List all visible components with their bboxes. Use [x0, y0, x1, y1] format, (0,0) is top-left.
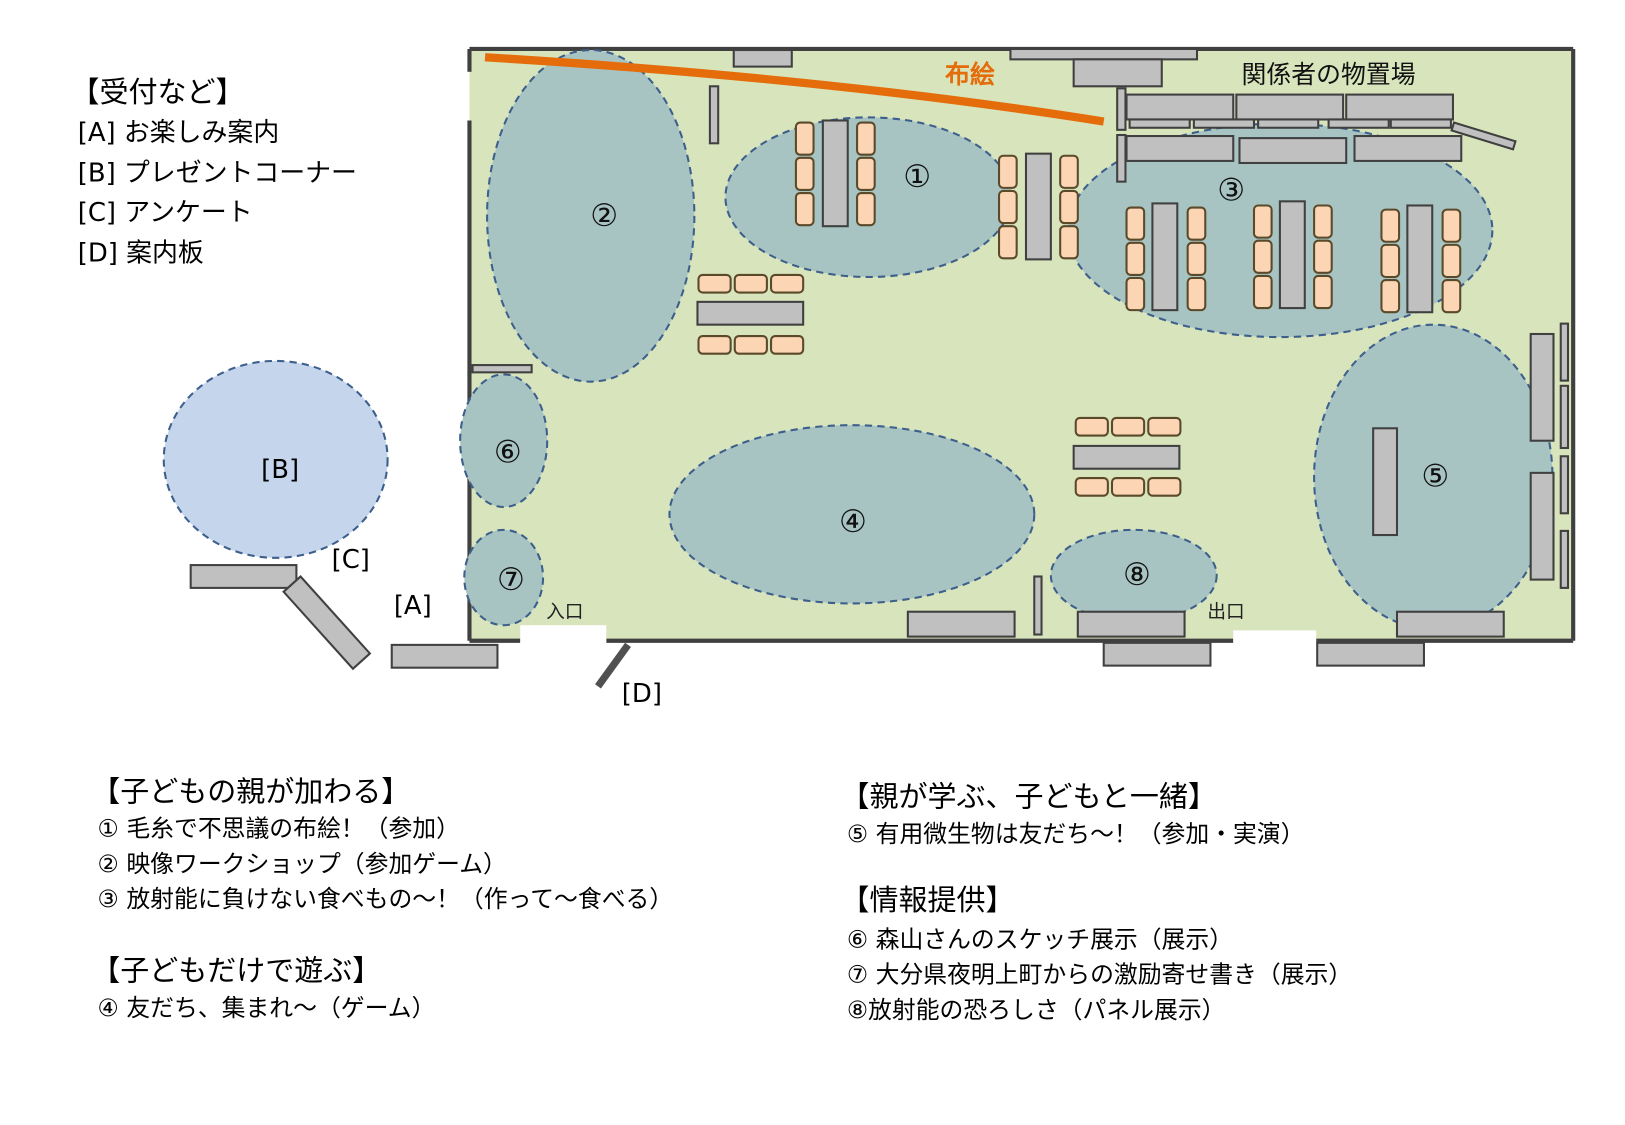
- zone-4: [668, 424, 1036, 605]
- chairs: [697, 121, 1462, 497]
- exit-label: 出口: [1207, 602, 1244, 623]
- storage-label: 関係者の物置場: [1242, 60, 1416, 89]
- legend-item: ④ 友だち、集まれ～（ゲーム）: [97, 994, 435, 1022]
- tables: [189, 47, 1570, 671]
- chair: [1147, 477, 1182, 497]
- reception-heading: 【受付など】: [70, 75, 244, 109]
- chair: [770, 273, 805, 294]
- entrance-gap: [520, 625, 607, 643]
- legend-item: ② 映像ワークショップ（参加ゲーム）: [97, 850, 506, 878]
- guide-board: [595, 642, 631, 689]
- zone-1-label: ①: [903, 159, 931, 195]
- reception-item: [D] 案内板: [78, 238, 204, 268]
- exit-gap: [1233, 630, 1317, 643]
- chair: [856, 156, 876, 191]
- chair: [1074, 477, 1109, 497]
- legend-item: ③ 放射能に負けない食べもの～！（作って～食べる）: [97, 885, 673, 913]
- marker-a: [A]: [394, 591, 432, 621]
- chair: [1125, 206, 1146, 241]
- chair: [1252, 204, 1273, 239]
- chair: [998, 154, 1018, 189]
- chair: [1059, 189, 1079, 225]
- legend-item: ⑧放射能の恐ろしさ（パネル展示）: [847, 996, 1226, 1024]
- chair: [1441, 208, 1462, 243]
- chair: [1186, 206, 1207, 241]
- marker-d: [D]: [622, 679, 662, 709]
- marker-c: [C]: [332, 545, 370, 575]
- chair: [1125, 276, 1146, 312]
- chair: [998, 189, 1018, 225]
- zone-7-label: ⑦: [497, 562, 525, 598]
- legend-item: ⑥ 森山さんのスケッチ展示（展示）: [847, 926, 1233, 954]
- chair: [1252, 274, 1273, 310]
- zone-2: [486, 48, 696, 383]
- chair: [1074, 416, 1109, 437]
- zone-6: [459, 373, 549, 509]
- reception-item: [B] プレゼントコーナー: [78, 159, 357, 189]
- cloth-art-line: [484, 53, 1105, 126]
- chair: [1252, 239, 1273, 274]
- chair: [1125, 241, 1146, 276]
- walls: [467, 46, 1576, 643]
- chair: [1313, 204, 1333, 239]
- reception-item: [C] アンケート: [78, 198, 253, 228]
- chair: [733, 273, 768, 294]
- legend-heading: 【子どもだけで遊ぶ】: [91, 954, 381, 988]
- chair: [1110, 416, 1146, 437]
- chair: [1441, 279, 1462, 314]
- chair: [856, 192, 876, 227]
- cloth-art-label: 布絵: [945, 60, 995, 89]
- chair: [794, 156, 815, 191]
- legend-item: ① 毛糸で不思議の布絵！（参加）: [97, 815, 460, 843]
- zone-7: [463, 528, 545, 627]
- legend-heading: 【子どもの親が加わる】: [91, 774, 410, 808]
- chair: [697, 273, 732, 294]
- chair: [697, 335, 732, 355]
- chair: [856, 121, 876, 156]
- chair: [1313, 274, 1333, 310]
- legend-heading: 【情報提供】: [840, 883, 1014, 917]
- zone-4-label: ④: [839, 504, 867, 540]
- zone-6-label: ⑥: [494, 434, 522, 470]
- chair: [1110, 477, 1146, 497]
- chair: [1441, 243, 1462, 279]
- legend-item: ⑤ 有用微生物は友だち～！（参加・実演）: [847, 820, 1305, 848]
- reception-item: [A] お楽しみ案内: [78, 118, 280, 148]
- zone-8-label: ⑧: [1123, 557, 1151, 593]
- chair: [1147, 416, 1182, 437]
- chair: [1380, 208, 1401, 243]
- chair: [794, 192, 815, 227]
- chair: [794, 121, 815, 156]
- chair: [998, 225, 1018, 260]
- legend-heading: 【親が学ぶ、子どもと一緒】: [840, 780, 1216, 814]
- zone-3-label: ③: [1217, 172, 1245, 208]
- chair: [1186, 276, 1207, 312]
- chair: [1059, 225, 1079, 260]
- legend-item: ⑦ 大分県夜明上町からの激励寄せ書き（展示）: [847, 961, 1352, 989]
- present-corner-zone: [162, 359, 389, 559]
- chair: [1380, 279, 1401, 314]
- zone-5-label: ⑤: [1421, 458, 1449, 494]
- entrance-label: 入口: [546, 602, 583, 623]
- chair: [1380, 243, 1401, 279]
- chair: [733, 335, 768, 355]
- chair: [1186, 241, 1207, 276]
- chair: [1059, 154, 1079, 189]
- zone-2-label: ②: [590, 198, 618, 234]
- marker-b: [B]: [261, 455, 299, 485]
- chair: [770, 335, 805, 355]
- chair: [1313, 239, 1333, 274]
